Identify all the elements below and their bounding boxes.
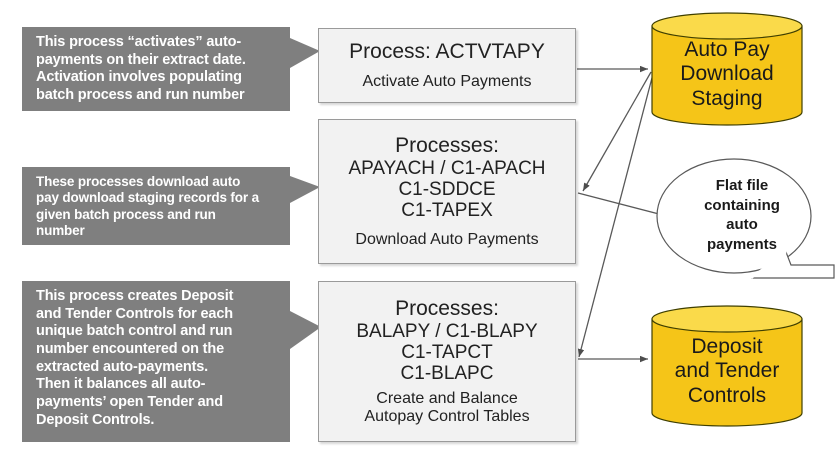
artifact-label-line: auto <box>726 216 758 233</box>
process-balance[interactable]: Processes: BALAPY / C1-BLAPY C1-TAPCT C1… <box>318 281 576 442</box>
artifact-label-line: Flat file <box>715 177 769 194</box>
process-description: Activate Auto Payments <box>362 73 532 91</box>
process-heading: Processes: <box>395 297 499 321</box>
artifact-label-line: containing <box>704 196 780 214</box>
datastore-label: Deposit and Tender Controls <box>651 335 803 408</box>
callout-pointer-icon <box>290 38 320 68</box>
datastore-label-line: Controls <box>687 383 767 407</box>
process-code: C1-SDDCE <box>398 179 496 201</box>
callout-download: These processes download auto pay downlo… <box>22 167 320 245</box>
callout-line: unique batch control and run <box>36 323 233 340</box>
conn-staging-to-download <box>582 71 652 192</box>
callout-line: This process creates Deposit <box>36 288 234 304</box>
artifact-label: Flat file containing auto payments <box>655 176 837 254</box>
callout-line: payments’ open Tender and <box>36 394 223 411</box>
callout-pointer-icon <box>290 311 321 349</box>
process-code: APAYACH / C1-APACH <box>348 157 546 179</box>
process-download[interactable]: Processes: APAYACH / C1-APACH C1-SDDCE C… <box>318 119 576 264</box>
process-code: C1-BLAPC <box>400 363 494 385</box>
datastore-label-line: Auto Pay <box>684 38 770 61</box>
callout-activate: This process “activates” auto- payments … <box>22 27 320 111</box>
callout-balance: This process creates Deposit and Tender … <box>22 281 321 442</box>
datastore-label-line: Staging <box>691 86 763 110</box>
callout-line: These processes download auto <box>36 174 241 189</box>
datastore-label-line: and Tender <box>674 359 780 383</box>
datastore-label-line: Deposit <box>691 335 763 358</box>
callout-line: payments on their extract date. <box>36 51 246 68</box>
cylinder-shape-icon <box>651 12 803 126</box>
cylinder-shape-icon <box>651 305 803 427</box>
callout-line: given batch process and run <box>36 206 216 222</box>
process-heading: Process: ACTVTAPY <box>349 39 545 63</box>
datastore-label-line: Download <box>680 62 774 86</box>
process-description: Create and Balance <box>376 389 518 407</box>
callout-pointer-icon <box>290 176 320 203</box>
process-description: Download Auto Payments <box>355 230 539 248</box>
datastore-label: Auto Pay Download Staging <box>651 38 803 111</box>
cloud-tag-shape-icon <box>656 158 835 280</box>
process-heading: Processes: <box>395 134 499 158</box>
callout-line: number <box>36 223 85 239</box>
artifact-label-line: payments <box>706 235 778 253</box>
callout-line: Activation involves populating <box>36 69 242 86</box>
process-code: C1-TAPCT <box>401 342 493 364</box>
callout-line: Deposit Controls. <box>36 411 155 428</box>
callout-line: Then it balances all auto- <box>36 376 206 393</box>
callout-line: batch process and run number <box>36 87 245 104</box>
callout-line: extracted auto-payments. <box>36 358 209 375</box>
datastore-auto-pay-staging[interactable]: Auto Pay Download Staging <box>651 12 803 126</box>
artifact-flat-file[interactable]: Flat file containing auto payments <box>655 156 837 281</box>
process-activate[interactable]: Process: ACTVTAPY Activate Auto Payments <box>318 28 576 103</box>
conn-staging-to-balance <box>577 73 654 358</box>
datastore-deposit-tender[interactable]: Deposit and Tender Controls <box>651 305 803 427</box>
callout-line: number encountered on the <box>36 341 224 358</box>
process-code: BALAPY / C1-BLAPY <box>356 320 538 342</box>
callout-line: This process “activates” auto- <box>36 34 242 50</box>
process-code: C1-TAPEX <box>401 200 493 222</box>
process-description: Autopay Control Tables <box>364 407 530 425</box>
callout-line: and Tender Controls for each <box>36 305 233 322</box>
callout-line: pay download staging records for a <box>36 190 259 206</box>
